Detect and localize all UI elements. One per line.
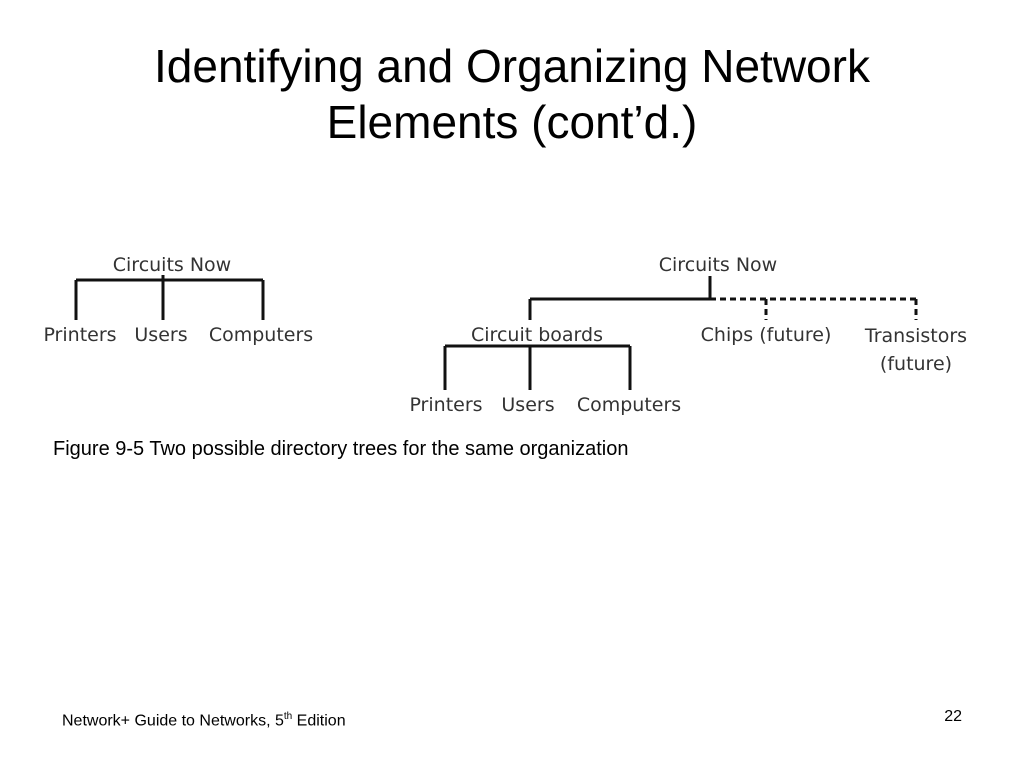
right-tree-dashed-connector bbox=[710, 297, 918, 320]
left-child-users: Users bbox=[134, 324, 187, 346]
title-line-1: Identifying and Organizing Network bbox=[154, 40, 870, 92]
page-number: 22 bbox=[944, 708, 962, 725]
figure-caption: Figure 9-5 Two possible directory trees … bbox=[53, 438, 629, 460]
left-root-label: Circuits Now bbox=[113, 254, 231, 276]
left-tree-connector bbox=[74, 275, 265, 320]
footer-book-sup: th bbox=[283, 711, 293, 722]
right-child-transistors-line1: Transistors bbox=[864, 325, 967, 347]
right-root-label: Circuits Now bbox=[659, 254, 777, 276]
right-child-transistors-line2: (future) bbox=[880, 353, 952, 375]
left-child-printers: Printers bbox=[43, 324, 116, 346]
footer-book-title: Network+ Guide to Networks, 5th Edition bbox=[62, 706, 346, 732]
left-tree: Circuits Now Printers Users Computers bbox=[43, 254, 313, 346]
footer-book-prefix: Network+ Guide to Networks, 5 bbox=[62, 712, 284, 730]
right-grandchild-users: Users bbox=[501, 394, 554, 416]
slide-title: Identifying and Organizing Network Eleme… bbox=[0, 38, 1024, 150]
right-tree-solid-connector bbox=[528, 276, 712, 320]
right-child-circuit-boards: Circuit boards bbox=[471, 324, 603, 346]
right-grandchild-computers: Computers bbox=[577, 394, 681, 416]
footer-book-suffix: Edition bbox=[292, 712, 346, 730]
circuit-boards-connector bbox=[443, 344, 632, 390]
right-grandchild-printers: Printers bbox=[409, 394, 482, 416]
directory-tree-diagram: Circuits Now Printers Users Computers Ci… bbox=[43, 254, 967, 416]
title-line-2: Elements (cont’d.) bbox=[326, 96, 698, 148]
left-child-computers: Computers bbox=[209, 324, 313, 346]
right-tree: Circuits Now Circuit boards Chips (futur… bbox=[409, 254, 967, 416]
right-child-chips: Chips (future) bbox=[701, 324, 832, 346]
